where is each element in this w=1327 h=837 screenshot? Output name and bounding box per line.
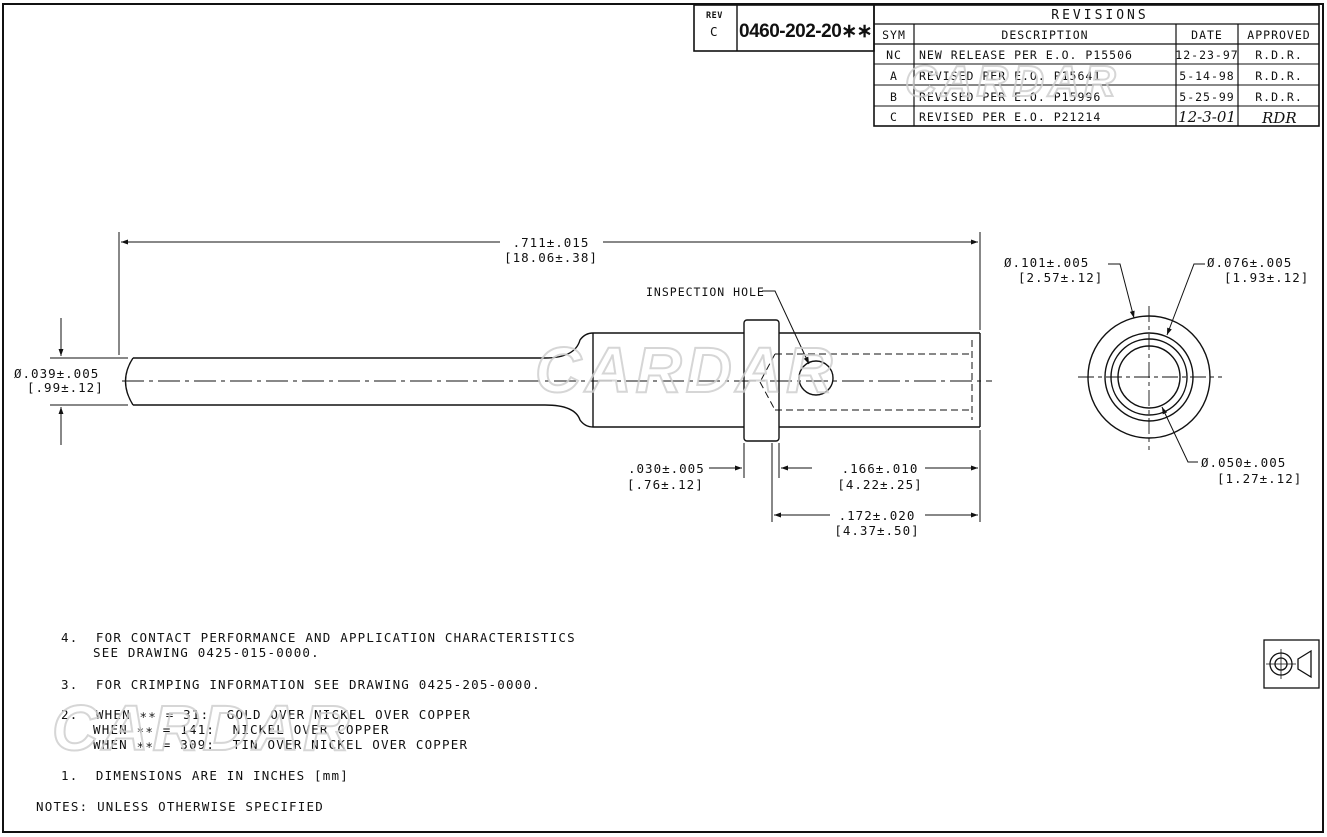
dim-barrel-diameter-in: Ø.076±.005 xyxy=(1207,255,1292,270)
rev-row-description: REVISED PER E.O. P15641 xyxy=(919,69,1101,83)
dim-outer-diameter-mm: [2.57±.12] xyxy=(1018,270,1103,285)
dim-barrel-length-mm: [4.22±.25] xyxy=(837,477,922,492)
rev-row-description: REVISED PER E.O. P21214 xyxy=(919,110,1101,124)
third-angle-projection-icon xyxy=(1263,639,1320,689)
rev-row-date: 5-25-99 xyxy=(1179,90,1234,104)
inspection-hole-circle xyxy=(798,360,834,396)
rev-value: C xyxy=(710,24,719,39)
dim-bore-diameter-mm: [1.27±.12] xyxy=(1217,471,1302,486)
part-number: 0460-202-20∗∗ xyxy=(739,21,872,42)
revisions-header: REVISIONS xyxy=(1051,8,1148,23)
watermark: CARDAR xyxy=(905,57,1120,106)
dim-bore-diameter-in: Ø.050±.005 xyxy=(1201,455,1286,470)
rev-row-date: 5-14-98 xyxy=(1179,69,1234,83)
col-description: DESCRIPTION xyxy=(1001,28,1088,42)
dim-pin-diameter-in: Ø.039±.005 xyxy=(14,366,99,381)
rev-row-approved: R.D.R. xyxy=(1255,48,1303,62)
rev-row-sym: A xyxy=(890,69,898,83)
rev-row-date: 12-23-97 xyxy=(1175,48,1238,62)
rev-row-description: REVISED PER E.O. P15996 xyxy=(919,90,1101,104)
rev-row-approved: R.D.R. xyxy=(1255,90,1303,104)
inspection-hole-label: INSPECTION HOLE xyxy=(646,285,765,299)
dim-collar-and-barrel xyxy=(709,430,981,522)
inspection-hole-leader xyxy=(762,290,810,365)
rev-row-sym: C xyxy=(890,110,898,124)
rev-row-approved: R.D.R. xyxy=(1255,69,1303,83)
end-view-leaders xyxy=(1108,263,1205,463)
dim-collar-to-end-in: .172±.020 xyxy=(839,508,916,523)
rev-row-date: 12-3-01 xyxy=(1178,108,1236,126)
note-2-line-3: WHEN ∗∗ = 309: TIN OVER NICKEL OVER COPP… xyxy=(93,737,468,752)
dim-pin-diameter-mm: [.99±.12] xyxy=(27,380,104,395)
dim-barrel-length-in: .166±.010 xyxy=(842,461,919,476)
col-approved: APPROVED xyxy=(1247,28,1310,42)
col-sym: SYM xyxy=(882,28,906,42)
dim-collar-width-in: .030±.005 xyxy=(628,461,705,476)
col-date: DATE xyxy=(1191,28,1223,42)
rev-row-description: NEW RELEASE PER E.O. P15506 xyxy=(919,48,1133,62)
revisions-table: REVISIONS SYM DESCRIPTION DATE APPROVED … xyxy=(873,4,1320,127)
dim-pin-diameter xyxy=(50,318,128,445)
dim-barrel-diameter-mm: [1.93±.12] xyxy=(1224,270,1309,285)
sheet-border xyxy=(2,3,1324,833)
dim-collar-to-end-mm: [4.37±.50] xyxy=(834,523,919,538)
note-2-line-1: 2. WHEN ∗∗ = 31: GOLD OVER NICKEL OVER C… xyxy=(61,707,471,722)
note-4-line-1: 4. FOR CONTACT PERFORMANCE AND APPLICATI… xyxy=(61,630,576,645)
watermark: CARDAR xyxy=(52,692,353,764)
contact-side-view xyxy=(124,319,981,442)
notes-header: NOTES: UNLESS OTHERWISE SPECIFIED xyxy=(36,799,324,814)
rev-label: REV xyxy=(706,11,723,21)
rev-row-approved: RDR xyxy=(1261,109,1297,127)
note-4-line-2: SEE DRAWING 0425-015-0000. xyxy=(93,645,320,660)
dim-collar-width-mm: [.76±.12] xyxy=(627,477,704,492)
dim-overall-length xyxy=(118,232,981,355)
watermark: CARDAR xyxy=(535,334,836,406)
note-3: 3. FOR CRIMPING INFORMATION SEE DRAWING … xyxy=(61,677,541,692)
note-1: 1. DIMENSIONS ARE IN INCHES [mm] xyxy=(61,768,349,783)
rev-row-sym: NC xyxy=(886,48,902,62)
end-view-centerlines xyxy=(1078,306,1222,450)
dim-overall-length-in: .711±.015 xyxy=(513,235,590,250)
dim-outer-diameter-in: Ø.101±.005 xyxy=(1004,255,1089,270)
rev-row-sym: B xyxy=(890,90,898,104)
note-2-line-2: WHEN ∗∗ = 141: NICKEL OVER COPPER xyxy=(93,722,390,737)
notes-block: 4. FOR CONTACT PERFORMANCE AND APPLICATI… xyxy=(36,630,576,814)
title-block: REV C 0460-202-20∗∗ xyxy=(693,4,875,52)
dim-overall-length-mm: [18.06±.38] xyxy=(504,250,598,265)
